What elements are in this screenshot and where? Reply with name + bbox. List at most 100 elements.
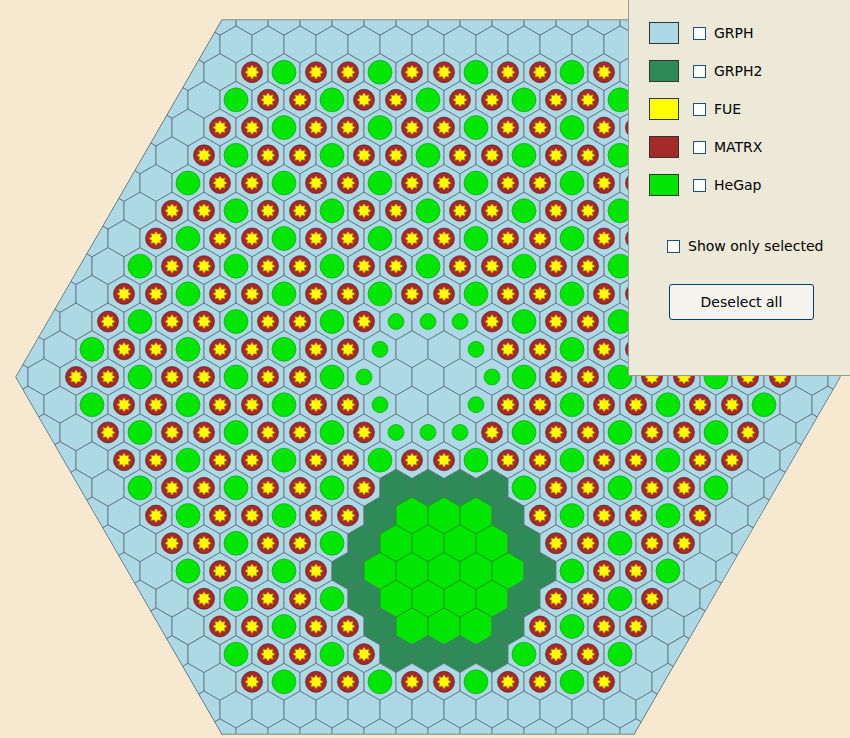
fuel-matrix xyxy=(338,62,359,83)
fuel-kernel xyxy=(437,675,451,689)
lattice-cell xyxy=(700,580,732,617)
fuel-kernel xyxy=(645,425,659,439)
fuel-matrix xyxy=(594,560,615,581)
lattice-cell xyxy=(332,719,364,738)
helium-gap xyxy=(464,670,488,694)
fuel-matrix xyxy=(354,644,375,665)
fuel-matrix xyxy=(482,256,503,277)
lattice-cell xyxy=(716,553,748,590)
fuel-kernel xyxy=(309,65,323,79)
helium-gap xyxy=(484,369,500,385)
fuel-matrix xyxy=(98,367,119,388)
helium-gap xyxy=(224,531,248,555)
helium-gap xyxy=(272,614,296,638)
fuel-kernel xyxy=(165,370,179,384)
fuel-kernel xyxy=(309,231,323,245)
fuel-matrix xyxy=(530,228,551,249)
fuel-kernel xyxy=(117,342,131,356)
fuel-kernel xyxy=(261,93,275,107)
lattice-cell xyxy=(460,719,492,738)
helium-gap xyxy=(356,369,372,385)
fuel-matrix xyxy=(306,117,327,138)
fuel-kernel xyxy=(149,509,163,523)
helium-gap xyxy=(560,448,584,472)
helium-gap xyxy=(372,341,388,357)
fuel-kernel xyxy=(485,204,499,218)
fuel-kernel xyxy=(197,315,211,329)
helium-gap xyxy=(656,559,680,583)
fuel-kernel xyxy=(117,453,131,467)
fuel-kernel xyxy=(405,287,419,301)
helium-gap xyxy=(128,476,152,500)
fuel-kernel xyxy=(245,65,259,79)
fuel-kernel xyxy=(485,93,499,107)
fuel-kernel xyxy=(693,509,707,523)
fuel-matrix xyxy=(194,588,215,609)
lattice-cell xyxy=(620,719,652,738)
fuel-kernel xyxy=(357,647,371,661)
fuel-kernel xyxy=(245,287,259,301)
fuel-matrix xyxy=(498,228,519,249)
fuel-kernel xyxy=(309,121,323,135)
fuel-matrix xyxy=(578,422,599,443)
fuel-matrix xyxy=(114,394,135,415)
fuel-matrix xyxy=(546,311,567,332)
helium-gap xyxy=(464,282,488,306)
helium-gap xyxy=(176,337,200,361)
lattice-cell xyxy=(28,414,60,451)
fuel-matrix xyxy=(194,367,215,388)
fuel-kernel xyxy=(261,204,275,218)
fuel-matrix xyxy=(306,228,327,249)
helium-gap xyxy=(224,476,248,500)
fuel-kernel xyxy=(597,231,611,245)
button-label: Deselect all xyxy=(701,294,783,310)
fuel-matrix xyxy=(306,450,327,471)
fuel-matrix xyxy=(162,533,183,554)
fuel-kernel xyxy=(213,619,227,633)
fuel-kernel xyxy=(597,176,611,190)
legend-swatch xyxy=(649,174,679,196)
fuel-kernel xyxy=(245,453,259,467)
lattice-cell xyxy=(44,442,76,479)
helium-gap xyxy=(704,476,728,500)
fuel-matrix xyxy=(530,505,551,526)
fuel-matrix xyxy=(258,588,279,609)
helium-gap xyxy=(272,282,296,306)
helium-gap xyxy=(752,393,776,417)
checkbox xyxy=(693,141,706,154)
helium-gap xyxy=(272,504,296,528)
helium-gap xyxy=(128,254,152,278)
fuel-kernel xyxy=(533,398,547,412)
helium-gap xyxy=(420,424,436,440)
legend-row: MATRX xyxy=(649,134,762,160)
lattice-cell xyxy=(396,719,428,738)
fuel-kernel xyxy=(485,148,499,162)
fuel-kernel xyxy=(485,315,499,329)
fuel-matrix xyxy=(162,367,183,388)
fuel-kernel xyxy=(581,592,595,606)
fuel-matrix xyxy=(594,671,615,692)
helium-gap xyxy=(320,199,344,223)
helium-gap xyxy=(512,476,536,500)
option-row: Show only selected xyxy=(667,238,823,254)
helium-gap xyxy=(224,199,248,223)
fuel-matrix xyxy=(242,283,263,304)
fuel-kernel xyxy=(629,453,643,467)
fuel-matrix xyxy=(354,256,375,277)
fuel-matrix xyxy=(434,228,455,249)
fuel-matrix xyxy=(690,450,711,471)
fuel-kernel xyxy=(581,536,595,550)
fuel-kernel xyxy=(261,425,275,439)
fuel-kernel xyxy=(293,148,307,162)
helium-gap xyxy=(416,254,440,278)
fuel-kernel xyxy=(309,287,323,301)
helium-gap xyxy=(656,393,680,417)
fuel-kernel xyxy=(533,121,547,135)
fuel-kernel xyxy=(149,287,163,301)
fuel-kernel xyxy=(533,231,547,245)
lattice-cell xyxy=(588,719,620,738)
fuel-matrix xyxy=(450,200,471,221)
helium-gap xyxy=(320,642,344,666)
fuel-kernel xyxy=(533,453,547,467)
legend-row: FUE xyxy=(649,96,741,122)
